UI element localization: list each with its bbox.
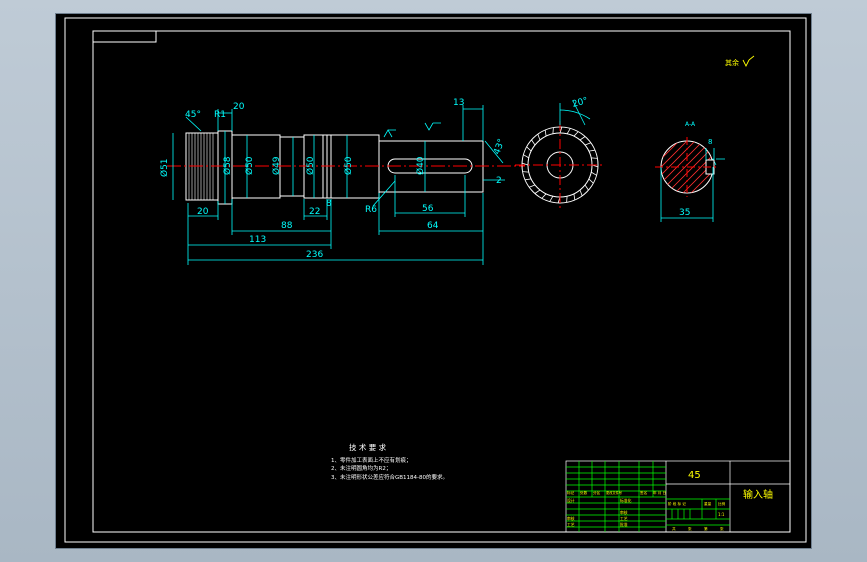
gear-tooth — [559, 126, 563, 134]
row-4-left: 工艺 — [567, 522, 575, 527]
tech-req-item-1: 1、零件加工表面上不应有划痕； — [331, 456, 412, 464]
dim-d51: Ø51 — [159, 158, 170, 177]
gear-tooth — [573, 131, 579, 137]
gear-tooth — [549, 195, 554, 202]
gear-tooth — [537, 133, 541, 141]
dim-d58: Ø58 — [222, 156, 233, 175]
gear-tooth — [523, 154, 530, 159]
roughness-symbols — [383, 122, 725, 166]
dim-236: 236 — [306, 250, 323, 260]
sheet-no: 第 — [704, 526, 708, 531]
keyway-slot — [387, 158, 473, 174]
stage-header: 阶 段 标 记 — [668, 501, 686, 506]
tech-req-item-3: 3、未注明形状公差应符合GB1184-80的要求。 — [331, 473, 448, 481]
gear-tooth — [590, 171, 597, 176]
sheet-total-unit: 张 — [688, 526, 692, 531]
rev-col-doc: 更改文件号 — [606, 490, 622, 495]
roughness-other-note: 其余 — [725, 58, 739, 67]
scale-header: 比例 — [718, 501, 726, 506]
dim-56: 56 — [422, 204, 434, 214]
dim-20-top: 20 — [233, 102, 245, 112]
rev-col-date: 年 月 日 — [653, 490, 666, 495]
tech-requirements: 技 术 要 求 1、零件加工表面上不应有划痕； 2、未注明圆角均为R2； 3、未… — [331, 442, 448, 481]
dim-angle-20: 20° — [571, 96, 589, 110]
dim-r1: R1 — [214, 110, 226, 120]
dim-8: 8 — [326, 199, 332, 209]
row-4-right: 批准 — [620, 522, 628, 527]
rev-col-sign: 签名 — [640, 490, 648, 495]
dim-64: 64 — [427, 221, 439, 231]
rev-col-count: 处数 — [580, 490, 588, 495]
dim-angle-45: 45° — [185, 110, 201, 120]
gear-tooth — [552, 127, 554, 134]
corner-code-box — [92, 30, 157, 43]
gear-tooth — [579, 136, 586, 141]
dim-section-35: 35 — [679, 208, 690, 218]
dim-20-bottom: 20 — [197, 207, 209, 217]
gear-tooth — [566, 128, 571, 135]
gear-tooth — [528, 184, 536, 188]
rev-col-mark: 标记 — [567, 490, 575, 495]
tech-req-item-2: 2、未注明圆角均为R2； — [331, 464, 391, 472]
row-3-left: 审核 — [567, 516, 575, 521]
row-2-right: 审核 — [620, 510, 628, 515]
gear-teeth — [521, 126, 599, 204]
dim-d50a: Ø50 — [244, 156, 255, 175]
sheet-no-unit: 张 — [720, 526, 724, 531]
drawing-viewport[interactable]: 236 113 88 20 22 8 64 56 13 20 R1 R6 2 4… — [55, 13, 812, 549]
dim-22: 22 — [309, 207, 320, 217]
gear-tooth — [526, 146, 532, 152]
dim-2: 2 — [496, 176, 502, 186]
shaft-dim-text: 236 113 88 20 22 8 64 56 13 20 R1 R6 2 4… — [159, 98, 507, 260]
gear-tooth — [584, 184, 589, 191]
weight-header: 重量 — [704, 501, 712, 506]
gear-tooth — [531, 139, 536, 146]
gear-tooth — [566, 196, 568, 203]
gear-tooth — [573, 193, 576, 201]
title-block — [565, 460, 791, 533]
dim-r6: R6 — [365, 205, 377, 215]
dim-88: 88 — [281, 221, 293, 231]
tech-req-title: 技 术 要 求 — [349, 442, 387, 452]
inner-frame — [92, 30, 791, 533]
rev-col-zone: 分区 — [593, 490, 601, 495]
sheet-total: 共 — [672, 526, 676, 531]
title-block-text: 45 输入轴 标记 处数 分区 更改文件号 签名 年 月 日 设计 标准化 审核… — [567, 470, 773, 531]
row-design-right: 标准化 — [620, 498, 632, 503]
gear-tooth — [579, 189, 583, 197]
dim-d40: Ø40 — [415, 156, 426, 175]
section-label: A-A — [685, 121, 696, 128]
gear-tooth — [588, 149, 596, 152]
dim-d50c: Ø50 — [343, 156, 354, 175]
gear-tooth — [524, 178, 532, 181]
dim-113: 113 — [249, 235, 266, 245]
cad-drawing: 236 113 88 20 22 8 64 56 13 20 R1 R6 2 4… — [64, 17, 807, 543]
dim-section-8: 8 — [708, 138, 712, 146]
gear-tooth — [591, 157, 598, 159]
gear-end-view — [515, 100, 605, 209]
outer-frame — [64, 17, 807, 543]
section-text: A-A 35 8 — [679, 121, 712, 218]
gear-tooth — [584, 142, 592, 146]
gear-tooth — [544, 129, 547, 137]
title-material: 45 — [688, 470, 701, 481]
scale-value: 1:1 — [718, 512, 725, 517]
dim-d50b: Ø50 — [305, 156, 316, 175]
gear-tooth — [521, 162, 529, 166]
shaft-dimensions — [172, 105, 505, 265]
gear-tooth — [588, 178, 594, 184]
row-3-right: 工艺 — [620, 516, 628, 521]
gear-tooth — [522, 171, 529, 173]
row-design-left: 设计 — [567, 498, 575, 503]
dim-angle-43: 43° — [492, 138, 507, 156]
gear-tooth — [541, 193, 547, 199]
dim-d49: Ø49 — [271, 156, 282, 175]
title-part-name: 输入轴 — [743, 488, 773, 501]
dim-13: 13 — [453, 98, 464, 108]
roughness-other-symbol — [742, 55, 755, 68]
gear-tooth — [534, 189, 541, 194]
